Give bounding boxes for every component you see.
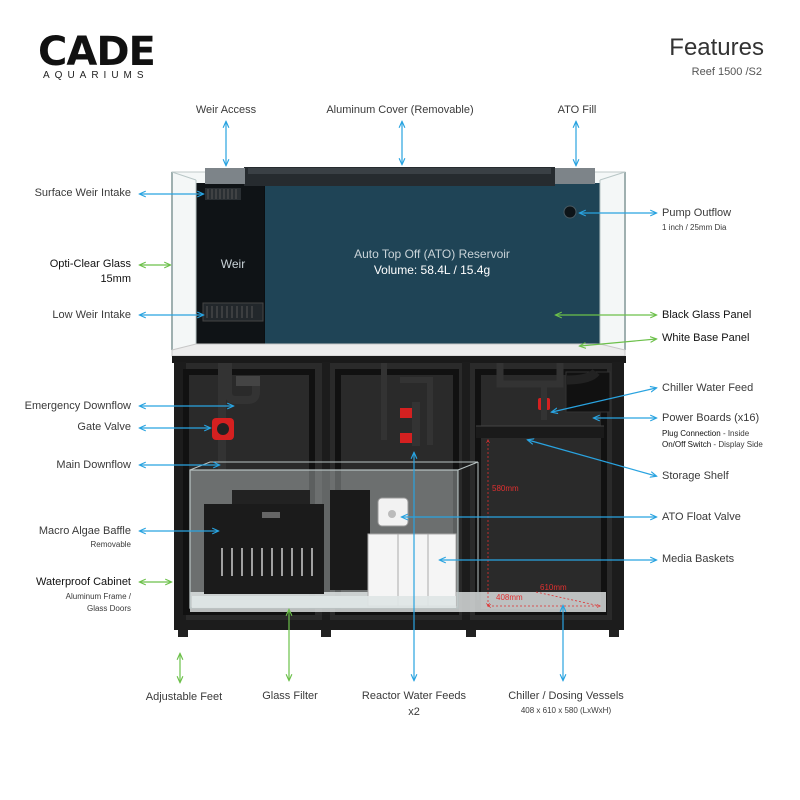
label-surface-weir: Surface Weir Intake [34, 187, 131, 199]
callout-arrows-green [140, 265, 656, 682]
label-low-weir: Low Weir Intake [52, 309, 131, 321]
onoff-switch-term: On/Off Switch [662, 440, 712, 449]
label-plug-connection: Plug Connection - Inside [662, 429, 749, 438]
dim-depth: 408mm [496, 593, 523, 602]
label-storage-shelf: Storage Shelf [662, 470, 729, 482]
plug-connection-note: - Inside [720, 429, 750, 438]
page-subtitle: Reef 1500 /S2 [691, 66, 762, 78]
macro-algae-baffle [204, 504, 324, 594]
label-macro-algae-sub: Removable [90, 540, 131, 549]
label-chiller-dosing-sub: 408 x 610 x 580 (LxWxH) [520, 706, 612, 715]
white-base-panel [171, 343, 626, 357]
label-waterproof-sub1: Aluminum Frame / [65, 592, 131, 601]
plumbing [212, 363, 600, 470]
dimension-lines: 580mm 610mm 408mm [488, 440, 600, 606]
label-ato-float: ATO Float Valve [662, 511, 741, 523]
callout-arrows-blue [140, 122, 656, 680]
glass-filter-sump [189, 461, 479, 609]
label-pump-outflow-sub: 1 inch / 25mm Dia [662, 223, 727, 232]
weir-access-lid [205, 168, 245, 184]
label-reactor-feeds-sub: x2 [408, 706, 420, 718]
dim-height: 580mm [492, 484, 519, 493]
label-reactor-feeds: Reactor Water Feeds [361, 690, 467, 702]
label-pump-outflow: Pump Outflow [662, 207, 732, 219]
weir-label: Weir [221, 257, 245, 271]
display-tank [171, 167, 626, 357]
ato-reservoir [264, 183, 600, 348]
brand-logo: CADE [38, 29, 156, 75]
label-weir-access: Weir Access [195, 104, 257, 116]
label-aluminum-cover: Aluminum Cover (Removable) [326, 104, 474, 116]
label-gate-valve: Gate Valve [77, 421, 131, 433]
reservoir-title: Auto Top Off (ATO) Reservoir [354, 247, 510, 261]
label-waterproof-sub2: Glass Doors [86, 604, 131, 613]
label-ato-fill: ATO Fill [557, 104, 597, 116]
label-glass-filter: Glass Filter [262, 690, 318, 702]
dim-width: 610mm [540, 583, 567, 592]
label-onoff-switch: On/Off Switch - Display Side [662, 440, 763, 449]
label-emergency-downflow: Emergency Downflow [24, 400, 131, 412]
label-macro-algae: Macro Algae Baffle [38, 525, 131, 537]
label-opti-clear-sub: 15mm [100, 273, 131, 285]
label-white-base: White Base Panel [662, 332, 750, 344]
label-adjustable-feet: Adjustable Feet [145, 691, 223, 703]
reservoir-volume: Volume: 58.4L / 15.4g [374, 263, 490, 277]
onoff-switch-note: - Display Side [711, 440, 763, 449]
label-chiller-dosing: Chiller / Dosing Vessels [508, 690, 624, 702]
label-opti-clear: Opti-Clear Glass [49, 258, 131, 270]
label-waterproof-cabinet: Waterproof Cabinet [36, 576, 131, 588]
brand-tagline: AQUARIUMS [43, 70, 149, 81]
label-media-baskets: Media Baskets [662, 553, 735, 565]
label-main-downflow: Main Downflow [56, 459, 131, 471]
label-power-boards: Power Boards (x16) [662, 412, 760, 424]
plug-connection-term: Plug Connection [662, 429, 721, 438]
label-black-glass: Black Glass Panel [662, 309, 752, 321]
label-chiller-feed: Chiller Water Feed [662, 382, 754, 394]
page-title: Features [669, 34, 764, 61]
media-baskets [367, 533, 457, 607]
storage-shelf [476, 426, 604, 438]
ato-fill-lid [555, 168, 595, 184]
